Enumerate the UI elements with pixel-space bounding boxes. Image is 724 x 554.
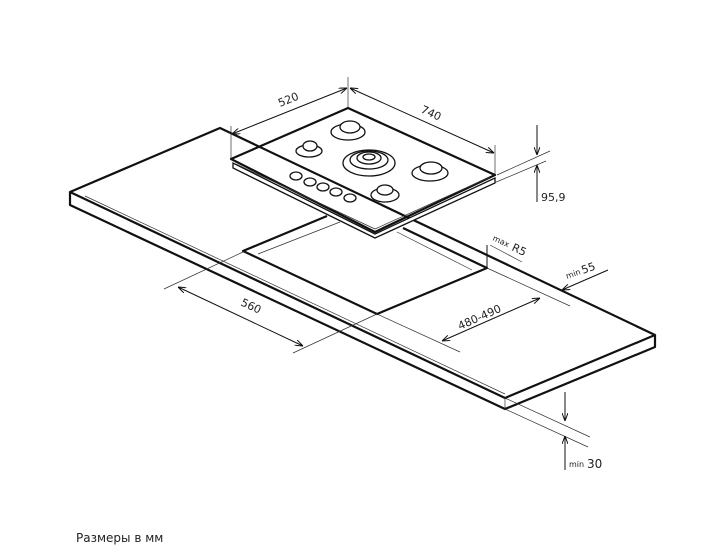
min-30-label: 30 [587, 457, 602, 471]
min-label: min [569, 460, 584, 469]
dimension-520: 520 [230, 77, 349, 158]
dimension-label-560: 560 [239, 296, 264, 317]
gas-hob [229, 106, 497, 239]
burner [411, 161, 449, 182]
dimension-95-9: 95,9 [493, 125, 566, 204]
min-label: min [565, 267, 582, 281]
burner [295, 140, 323, 158]
dimension-min-30: min 30 [504, 392, 602, 471]
min-55-label: 55 [580, 260, 598, 277]
burner [370, 184, 400, 203]
dimension-560: 560 [163, 251, 378, 354]
caption: Размеры в мм [76, 531, 164, 545]
dimension-min-55: min 55 [562, 260, 609, 290]
r5-label: R5 [510, 241, 529, 259]
control-knobs [289, 171, 357, 203]
dimension-label-520: 520 [276, 90, 300, 110]
burner [330, 120, 366, 141]
burner-triple-crown [342, 149, 396, 177]
dimension-max-r5: max R5 [489, 234, 529, 263]
dimension-label-95-9: 95,9 [541, 191, 566, 204]
